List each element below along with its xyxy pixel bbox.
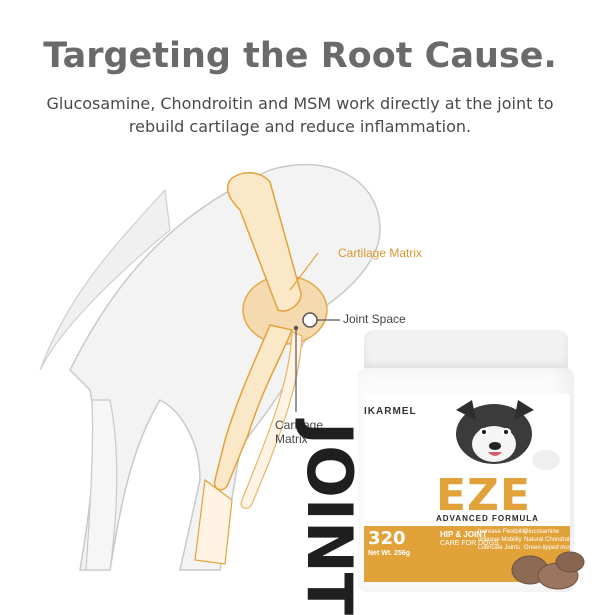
ingredient-item: Glucosamine bbox=[524, 529, 560, 535]
foot-bones bbox=[194, 478, 233, 565]
rear-leg-outline bbox=[85, 399, 118, 571]
benefits-list: Increase Flexibility Improve Mobility Lu… bbox=[478, 528, 527, 552]
chew-count: 320 bbox=[368, 528, 406, 549]
net-weight: Net Wt. 256g bbox=[368, 550, 411, 557]
jar-lid bbox=[364, 330, 568, 370]
shin-bone bbox=[213, 324, 294, 491]
ingredient-item: Natural Chondroitin bbox=[524, 537, 576, 543]
callout-line-2: Matrix bbox=[275, 432, 308, 446]
product-name-joint: JOINT bbox=[293, 422, 366, 615]
benefit-item: Increase Flexibility bbox=[478, 529, 528, 535]
callout-line-1: Cartilage bbox=[275, 418, 324, 432]
ingredients-list: Glucosamine Natural Chondroitin Green-li… bbox=[524, 528, 579, 552]
formula-label: ADVANCED FORMULA bbox=[436, 514, 539, 523]
headline: Targeting the Root Cause. bbox=[43, 36, 557, 76]
care-label: CARE FOR DOGS bbox=[440, 540, 499, 547]
benefit-item: Improve Mobility bbox=[478, 537, 522, 543]
dog-leg-illustration bbox=[39, 163, 381, 571]
ingredient-item: Green-lipped mussel bbox=[524, 545, 580, 551]
callout-joint-space: Joint Space bbox=[343, 312, 406, 326]
product-jar: IKARMEL JOINT EZE ADVANCED FORMULA 320 N… bbox=[293, 330, 590, 615]
category-label: HIP & JOINT bbox=[440, 530, 487, 539]
benefit-item: Lubricate Joints bbox=[478, 545, 521, 551]
brand-name: IKARMEL bbox=[364, 406, 417, 417]
joint-space-circle bbox=[302, 312, 318, 328]
callout-dot-bottom bbox=[293, 325, 299, 331]
callout-cartilage-matrix-top: Cartilage Matrix bbox=[338, 246, 423, 260]
fibula-bone bbox=[240, 331, 303, 509]
chew-tablets bbox=[511, 551, 585, 590]
product-name-eze: EZE bbox=[436, 470, 532, 521]
dog-photo bbox=[456, 400, 560, 470]
callout-cartilage-matrix-bottom: Cartilage Matrix bbox=[275, 418, 323, 446]
subline: Glucosamine, Chondroitin and MSM work di… bbox=[46, 94, 554, 136]
thigh-bone bbox=[226, 172, 302, 312]
dog-tail bbox=[39, 188, 171, 371]
callout-line-top bbox=[289, 252, 319, 291]
